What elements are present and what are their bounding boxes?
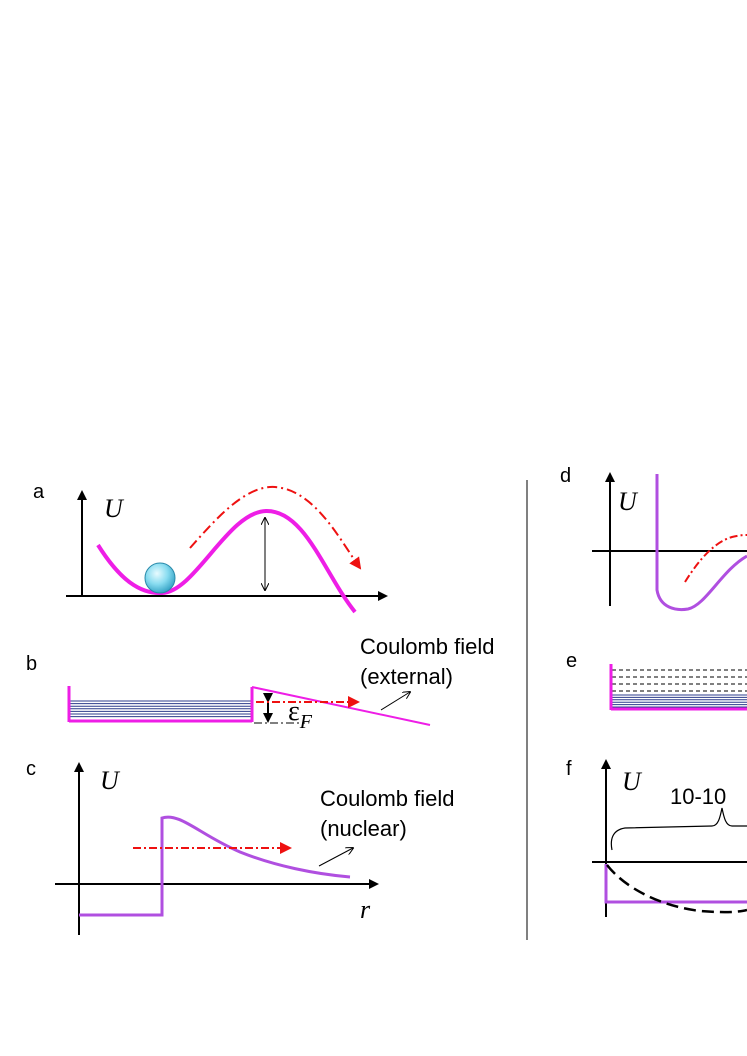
panel-d-label: d (560, 465, 571, 487)
panel-f: f U 10-10 (566, 758, 747, 917)
panel-f-label: f (566, 758, 572, 780)
axis-label-u: U (618, 487, 639, 516)
panel-a: a U (33, 481, 388, 614)
dashed-potential-curve (606, 864, 747, 914)
escape-path-arrow (684, 534, 747, 583)
annotation-nuclear-line2: (nuclear) (320, 816, 407, 841)
annotation-nuclear-line1: Coulomb field (320, 786, 455, 811)
potential-well-curve (96, 508, 357, 614)
axis-label-u: U (622, 767, 643, 796)
external-field-slope (251, 686, 431, 726)
fermi-energy-symbol: εF (288, 696, 313, 733)
axis-label-r: r (360, 895, 371, 924)
panel-b: b εF Coulomb field (external) (26, 634, 495, 733)
panel-a-label: a (33, 481, 45, 503)
molecular-potential-curve (655, 474, 747, 611)
axis-label-u: U (104, 494, 125, 523)
panel-c: c U r Coulomb field (nuclear) (26, 758, 455, 935)
panel-e-label: e (566, 650, 577, 672)
axis-label-u: U (100, 766, 121, 795)
panel-b-label: b (26, 653, 37, 675)
nuclear-potential-curve (79, 815, 351, 917)
annotation-external-line1: Coulomb field (360, 634, 495, 659)
energy-levels (612, 669, 747, 708)
particle-ball (144, 562, 176, 594)
annotation-pointer (380, 692, 410, 711)
panel-d: d U (560, 465, 747, 611)
panel-c-label: c (26, 758, 36, 780)
square-well-potential (604, 864, 747, 904)
scale-brace (610, 807, 747, 851)
panel-e: e (566, 650, 747, 711)
escape-path-arrow (189, 485, 362, 570)
annotation-pointer (318, 848, 353, 867)
energy-levels (70, 700, 251, 718)
annotation-external-line2: (external) (360, 664, 453, 689)
scale-label: 10-10 (670, 784, 726, 809)
